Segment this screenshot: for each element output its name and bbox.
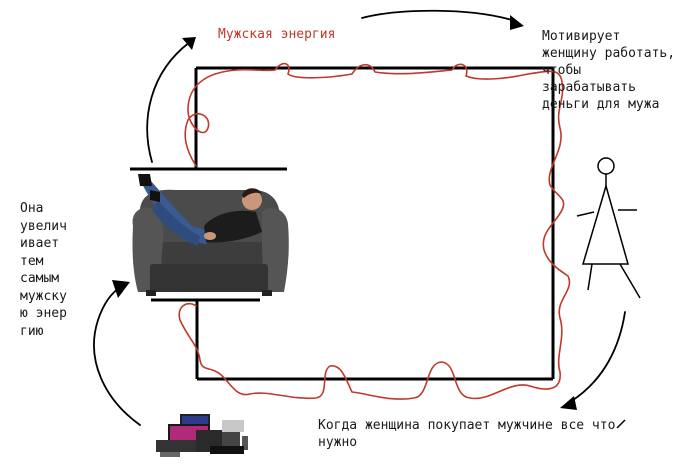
motivates-label: Мотивирует женщину работать, чтобы зараб…	[542, 29, 676, 112]
arrow-right-down-head-icon	[560, 396, 577, 410]
arrow-bottom-left	[93, 285, 141, 426]
arrow-up-left-head-icon	[182, 37, 196, 50]
black-frame	[130, 66, 555, 381]
sofa-icon	[132, 174, 289, 296]
arrow-top-right-head-icon	[510, 15, 524, 30]
electronics-goods-icon	[156, 414, 248, 457]
buys-everything-label: Когда женщина покупает мужчине все что н…	[318, 418, 616, 450]
arrow-up-left	[146, 41, 191, 163]
energy-scribble	[178, 62, 571, 400]
male-energy-label: Мужская энергия	[218, 27, 336, 42]
arrow-bottom-left-head-icon	[112, 280, 130, 298]
stick-figure-woman-icon	[576, 157, 641, 299]
arrow-right-down	[569, 311, 626, 403]
increases-energy-label: Она увелич ивает тем самым мужску ю энер…	[20, 201, 67, 339]
stray-mark	[616, 419, 626, 429]
flow-arrows	[93, 9, 626, 426]
arrow-top-right	[361, 9, 513, 21]
